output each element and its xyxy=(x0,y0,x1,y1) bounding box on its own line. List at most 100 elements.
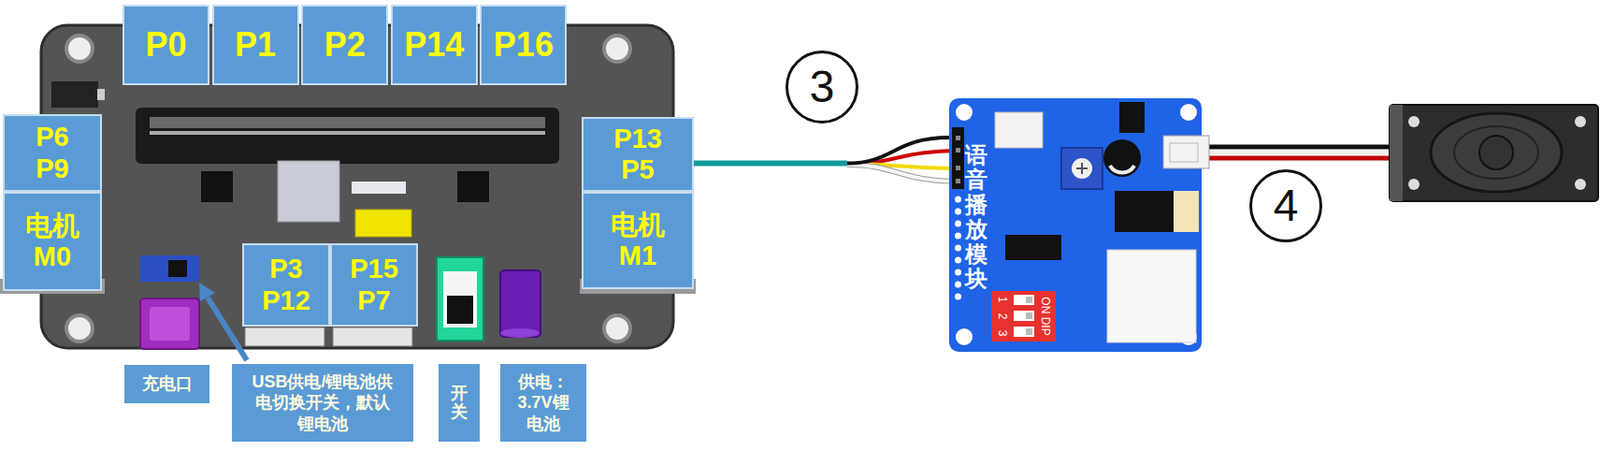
label-text: ON DIP xyxy=(1039,296,1052,335)
label-text: 充电口 xyxy=(142,373,193,395)
battery xyxy=(500,270,541,337)
pin-hole xyxy=(954,208,962,216)
pin-hole xyxy=(954,245,962,252)
note-box: USB供电/锂电池供电切换开关，默认锂电池 xyxy=(231,363,414,442)
note-box: 供电：3.7V锂电池 xyxy=(500,363,587,442)
speaker-cone xyxy=(1430,113,1562,192)
port-label-box: P0 xyxy=(122,4,210,86)
potentiometer xyxy=(1081,162,1083,174)
charge-port xyxy=(140,298,200,349)
label-text: P2 xyxy=(324,26,366,64)
switch-slider xyxy=(446,295,474,324)
edge-slot xyxy=(149,116,546,129)
dip-switch: ON DIP 1 2 3 xyxy=(991,290,1056,342)
capacitor xyxy=(1109,165,1135,173)
socket xyxy=(332,327,413,346)
speaker-wire xyxy=(1201,150,1392,155)
port-label-box: P13 P5 xyxy=(581,116,694,192)
speaker-hole xyxy=(1574,178,1586,190)
callout-circle: 4 xyxy=(1249,169,1323,243)
pin xyxy=(955,178,961,184)
mount-hole xyxy=(604,315,631,342)
note-box: 开关 xyxy=(438,363,480,442)
speaker-hole xyxy=(1408,115,1420,128)
label-text: 3 xyxy=(809,64,836,110)
pin xyxy=(955,165,961,171)
label-text: 4 xyxy=(1273,183,1299,229)
edge-slot xyxy=(149,130,546,135)
port-label-box: P6 P9 xyxy=(2,114,102,192)
label-text: 电机 M1 xyxy=(610,209,665,273)
speaker-cone xyxy=(1454,126,1539,179)
pin-header xyxy=(951,127,965,189)
component xyxy=(355,209,412,237)
wire xyxy=(847,164,964,182)
label-text: P1 xyxy=(234,26,276,64)
component xyxy=(351,181,406,194)
speaker-connector xyxy=(1169,143,1198,162)
port-label-box: P16 xyxy=(479,4,567,86)
edge-slot xyxy=(135,107,560,164)
leader-arrowhead xyxy=(199,282,216,302)
potentiometer xyxy=(1061,147,1103,189)
mount-hole xyxy=(66,315,93,342)
component xyxy=(994,112,1043,148)
dip-lever xyxy=(1013,326,1035,337)
label-text: 1 2 3 xyxy=(996,296,1009,337)
dip-lever xyxy=(1025,312,1033,319)
label-text: USB供电/锂电池供电切换开关，默认锂电池 xyxy=(248,371,397,435)
speaker-cone xyxy=(1479,135,1514,170)
motor-label-box: 电机 M0 xyxy=(2,191,102,291)
pin-hole xyxy=(954,257,962,264)
socket xyxy=(245,327,325,346)
label-text: P15 P7 xyxy=(349,253,399,317)
mount-hole xyxy=(604,35,631,62)
dip-lever xyxy=(1013,310,1035,321)
chip xyxy=(201,171,233,202)
label-text: P13 P5 xyxy=(613,123,663,187)
voice-module: 语音播放模块 ON DIP 1 2 3 xyxy=(949,98,1202,352)
dip-lever xyxy=(1025,296,1033,303)
pin-hole xyxy=(954,293,962,301)
card-slot xyxy=(1107,249,1197,343)
power-select-switch xyxy=(140,255,200,282)
power-switch xyxy=(443,271,477,328)
label-text: 供电：3.7V锂电池 xyxy=(514,371,573,435)
chip xyxy=(277,160,340,222)
mount-hole xyxy=(955,103,973,121)
mount-hole xyxy=(1180,103,1197,121)
chip xyxy=(1119,101,1145,133)
pin-hole xyxy=(954,196,962,203)
port-label-box: P14 xyxy=(390,4,478,86)
callout-circle: 3 xyxy=(785,50,859,124)
port-label-box: P1 xyxy=(212,4,300,86)
pin-hole xyxy=(954,232,962,240)
leader-arrow xyxy=(207,297,247,361)
pin-hole xyxy=(954,269,962,276)
wire xyxy=(847,164,964,182)
speaker xyxy=(1389,104,1403,202)
pin-hole xyxy=(954,220,962,228)
label-text: P6 P9 xyxy=(35,121,69,185)
component xyxy=(1114,190,1199,232)
port-label-box: P3 P12 xyxy=(242,243,331,327)
port-label-box: P2 xyxy=(301,4,389,86)
dip-lever xyxy=(1013,294,1035,305)
speaker-wire xyxy=(1201,156,1392,161)
potentiometer xyxy=(1071,158,1093,179)
battery xyxy=(500,328,540,338)
speaker-connector xyxy=(1163,135,1210,169)
pin xyxy=(955,135,961,141)
mount-hole xyxy=(955,328,973,346)
label-text: P16 xyxy=(493,26,554,64)
chip xyxy=(1005,234,1062,260)
speaker-hole xyxy=(1408,178,1420,190)
label-text: P0 xyxy=(144,26,187,64)
pin xyxy=(955,147,961,153)
mount-hole xyxy=(66,35,93,62)
speaker-hole xyxy=(1574,115,1586,128)
cable-sheath xyxy=(693,160,848,167)
label-text: 语音播放模块 xyxy=(965,143,988,291)
chip xyxy=(457,171,490,202)
